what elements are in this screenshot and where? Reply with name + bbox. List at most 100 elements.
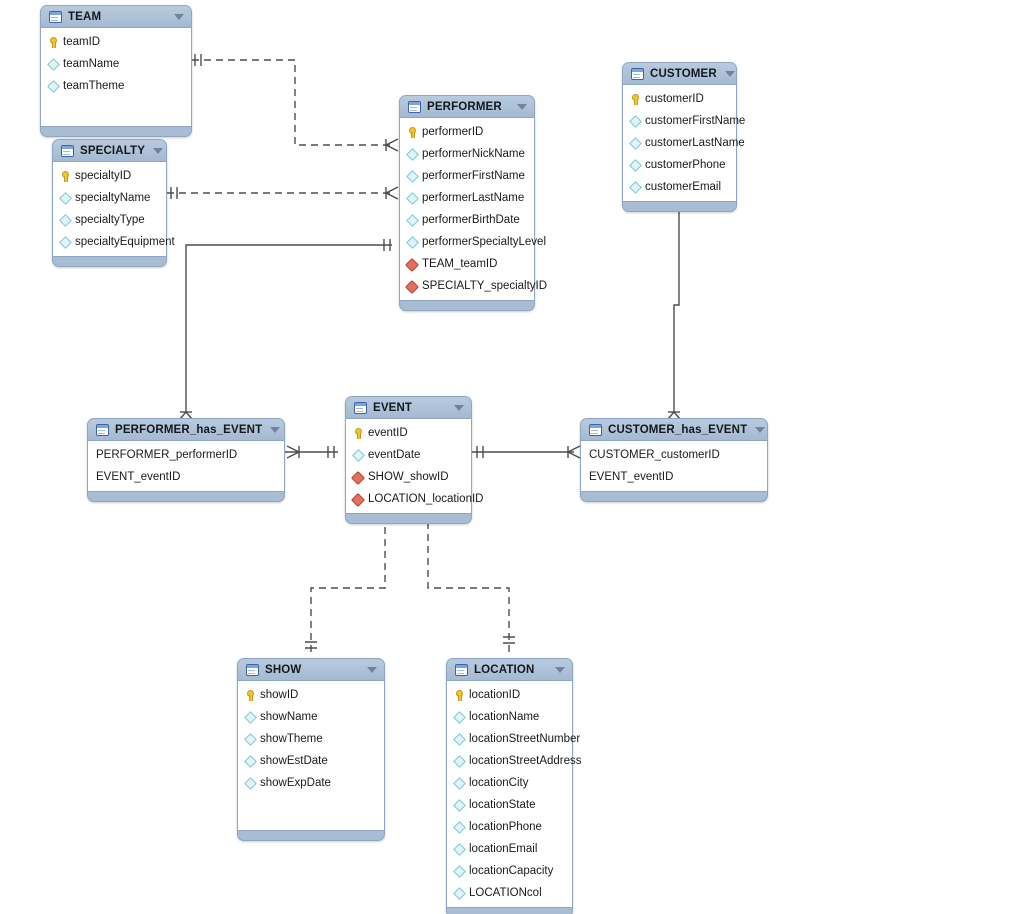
column-label: EVENT_eventID (589, 471, 674, 483)
column-row[interactable]: PERFORMER_performerID (88, 444, 284, 466)
entity-table-header-specialty[interactable]: SPECIALTY (53, 140, 166, 161)
chevron-down-icon[interactable] (454, 404, 464, 411)
column-icon (59, 193, 70, 204)
chevron-down-icon[interactable] (555, 666, 565, 673)
column-row[interactable]: locationCapacity (447, 860, 572, 882)
column-row[interactable]: locationPhone (447, 816, 572, 838)
column-row[interactable]: locationState (447, 794, 572, 816)
column-row[interactable]: showName (238, 706, 384, 728)
column-label: performerNickName (422, 148, 525, 160)
entity-table-header-customer_has_event[interactable]: CUSTOMER_has_EVENT (581, 419, 767, 440)
column-label: SHOW_showID (368, 471, 449, 483)
column-row[interactable]: locationID (447, 684, 572, 706)
entity-table-header-performer[interactable]: PERFORMER (400, 96, 534, 117)
chevron-down-icon[interactable] (270, 426, 281, 433)
column-row[interactable]: locationName (447, 706, 572, 728)
column-label: teamID (63, 36, 101, 48)
entity-table-customer_has_event[interactable]: CUSTOMER_has_EVENT CUSTOMER_customerID EVE… (580, 418, 768, 502)
entity-table-performer[interactable]: PERFORMER performerID performerNickName per… (399, 95, 547, 311)
entity-table-title: SHOW (265, 663, 302, 676)
column-label: locationEmail (469, 843, 538, 855)
column-row[interactable]: performerSpecialtyLevel (400, 231, 546, 253)
column-row[interactable]: showTheme (238, 728, 384, 750)
entity-table-header-show[interactable]: SHOW (238, 659, 384, 680)
entity-table-performer_has_event[interactable]: PERFORMER_has_EVENT PERFORMER_performerID… (87, 418, 285, 502)
column-row[interactable]: TEAM_teamID (400, 253, 534, 275)
column-row[interactable]: teamTheme (41, 75, 191, 97)
table-icon (49, 10, 62, 23)
column-row[interactable]: eventDate (346, 444, 471, 466)
column-row[interactable]: LOCATIONcol (447, 882, 572, 904)
column-row[interactable]: SHOW_showID (346, 466, 471, 488)
chevron-down-icon[interactable] (755, 426, 766, 433)
column-icon (47, 81, 58, 92)
column-row[interactable]: EVENT_eventID (88, 466, 284, 488)
column-row[interactable]: performerBirthDate (400, 209, 534, 231)
table-icon (61, 144, 74, 157)
column-icon (406, 215, 417, 226)
column-row[interactable]: performerID (400, 121, 534, 143)
relationship-specialty-performer (167, 186, 399, 200)
column-row[interactable]: LOCATION_locationID (346, 488, 483, 510)
column-icon (453, 712, 464, 723)
column-row[interactable]: customerEmail (623, 176, 736, 198)
column-row[interactable]: showEstDate (238, 750, 384, 772)
column-row[interactable]: SPECIALTY_specialtyID (400, 275, 547, 297)
column-row[interactable]: customerPhone (623, 154, 736, 176)
column-row[interactable]: performerNickName (400, 143, 534, 165)
chevron-down-icon[interactable] (724, 70, 735, 77)
column-row[interactable]: CUSTOMER_customerID (581, 444, 767, 466)
entity-table-header-performer_has_event[interactable]: PERFORMER_has_EVENT (88, 419, 284, 440)
entity-table-title: PERFORMER_has_EVENT (115, 423, 263, 436)
table-empty-space (238, 794, 384, 827)
foreign-key-icon (406, 281, 417, 292)
entity-table-customer[interactable]: CUSTOMER customerID customerFirstName custo… (622, 62, 745, 212)
column-row[interactable]: teamID (41, 31, 191, 53)
chevron-down-icon[interactable] (153, 147, 164, 154)
column-row[interactable]: locationStreetAddress (447, 750, 582, 772)
column-icon (629, 160, 640, 171)
column-row[interactable]: eventID (346, 422, 471, 444)
column-label: customerFirstName (645, 115, 746, 127)
column-label: LOCATION_locationID (368, 493, 484, 505)
column-row[interactable]: locationEmail (447, 838, 572, 860)
column-row[interactable]: specialtyType (53, 209, 166, 231)
column-icon (47, 59, 58, 70)
column-row[interactable]: performerLastName (400, 187, 534, 209)
column-row[interactable]: EVENT_eventID (581, 466, 767, 488)
chevron-down-icon[interactable] (517, 103, 527, 110)
column-icon (406, 193, 417, 204)
column-row[interactable]: specialtyName (53, 187, 166, 209)
column-label: showID (260, 689, 299, 701)
chevron-down-icon[interactable] (367, 666, 377, 673)
table-icon (408, 100, 421, 113)
column-row[interactable]: specialtyID (53, 165, 166, 187)
entity-table-header-event[interactable]: EVENT (346, 397, 471, 418)
chevron-down-icon[interactable] (174, 13, 184, 20)
column-icon (244, 756, 255, 767)
column-row[interactable]: customerID (623, 88, 736, 110)
entity-table-header-location[interactable]: LOCATION (447, 659, 572, 680)
column-row[interactable]: locationCity (447, 772, 572, 794)
column-row[interactable]: showExpDate (238, 772, 384, 794)
entity-table-header-customer[interactable]: CUSTOMER (623, 63, 736, 84)
column-row[interactable]: locationStreetNumber (447, 728, 580, 750)
relationship-customer-customer-has-event (667, 200, 685, 420)
column-label: customerLastName (645, 137, 745, 149)
entity-table-header-team[interactable]: TEAM (41, 6, 191, 27)
column-row[interactable]: customerFirstName (623, 110, 745, 132)
column-row[interactable]: performerFirstName (400, 165, 534, 187)
column-label: EVENT_eventID (96, 471, 181, 483)
column-row[interactable]: teamName (41, 53, 191, 75)
column-row[interactable]: specialtyEquipment (53, 231, 175, 253)
column-label: showExpDate (260, 777, 331, 789)
column-row[interactable]: showID (238, 684, 384, 706)
column-row[interactable]: customerLastName (623, 132, 745, 154)
